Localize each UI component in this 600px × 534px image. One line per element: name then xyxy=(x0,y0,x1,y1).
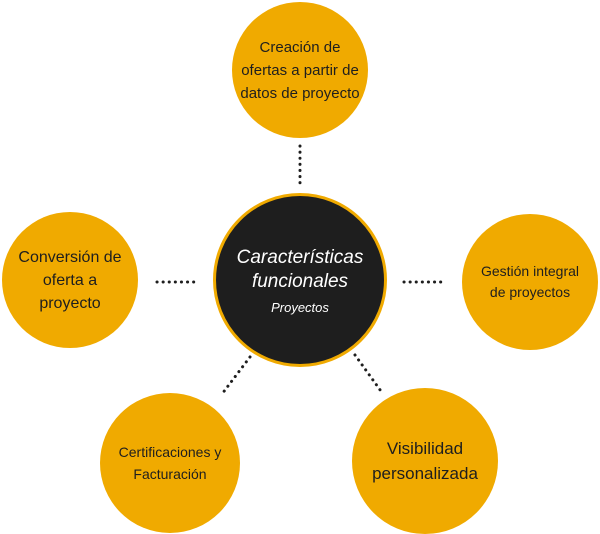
node-gestion-integral: Gestión integral de proyectos xyxy=(462,214,598,350)
center-title: Características funcionales xyxy=(236,246,364,292)
node-label: Certificaciones y Facturación xyxy=(118,444,222,482)
node-creacion-ofertas: Creación de ofertas a partir de datos de… xyxy=(232,2,368,138)
center-node: Características funcionales Proyectos xyxy=(213,193,387,367)
node-label: Creación de ofertas a partir de datos de… xyxy=(240,38,360,102)
node-label: Gestión integral de proyectos xyxy=(480,263,580,300)
connector-bottom-left xyxy=(220,355,252,396)
center-subtitle: Proyectos xyxy=(271,299,329,315)
node-label: Visibilidad personalizada xyxy=(372,439,478,483)
connector-bottom-right xyxy=(353,353,385,396)
node-visibilidad: Visibilidad personalizada xyxy=(352,388,498,534)
node-label: Conversión de oferta a proyecto xyxy=(18,248,122,312)
node-conversion-oferta: Conversión de oferta a proyecto xyxy=(2,212,138,348)
node-certificaciones: Certificaciones y Facturación xyxy=(100,393,240,533)
